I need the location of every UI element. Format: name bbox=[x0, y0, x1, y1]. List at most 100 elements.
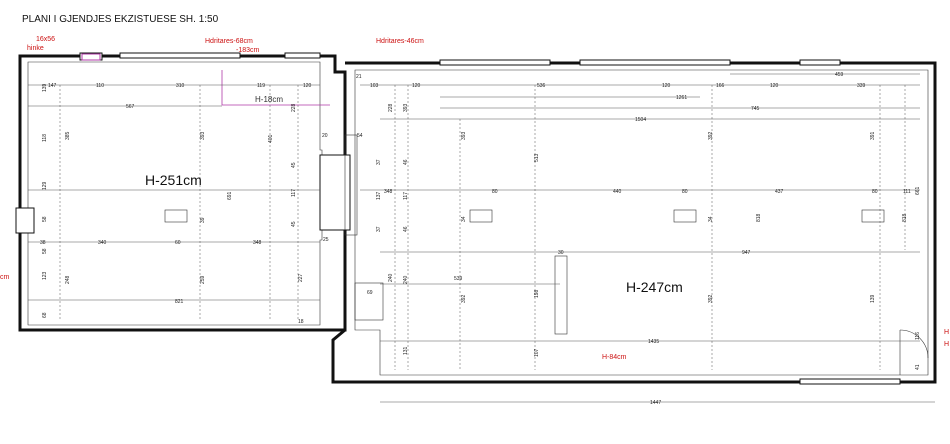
dimension-label: 21 bbox=[356, 74, 362, 80]
dimension-label: 117 bbox=[291, 189, 297, 197]
dimension-label: 111 bbox=[903, 189, 911, 195]
doorway bbox=[319, 154, 351, 231]
beam-height-label: H-84cm bbox=[602, 354, 627, 361]
left-inner-wall bbox=[27, 61, 323, 326]
window-note-label: hinke bbox=[27, 45, 44, 52]
dimension-label: 147 bbox=[48, 83, 57, 89]
dimension-label: 120 bbox=[662, 83, 671, 89]
inner-height-label: H-18cm bbox=[255, 95, 283, 104]
dimension-label: 137 bbox=[376, 191, 382, 200]
dimension-label: 103 bbox=[370, 83, 379, 89]
window-right-2 bbox=[579, 59, 731, 66]
dimension-label: 393 bbox=[461, 131, 467, 140]
dimension-label: 37 bbox=[376, 226, 382, 232]
window-size-label: 16x56 bbox=[36, 36, 55, 43]
dimension-label: 259 bbox=[200, 275, 206, 284]
dimension-label: 119 bbox=[257, 83, 265, 89]
dimension-label: 131 bbox=[403, 346, 409, 355]
height-line bbox=[221, 70, 330, 106]
door-frame bbox=[344, 134, 358, 236]
column-2 bbox=[673, 209, 697, 223]
dimension-label: 58 bbox=[42, 248, 48, 254]
dimension-label: 310 bbox=[176, 83, 185, 89]
dimension-label: 539 bbox=[454, 276, 463, 282]
dimension-label: 228 bbox=[388, 103, 394, 112]
dimension-label: 25 bbox=[323, 237, 329, 243]
dimension-label: 129 bbox=[42, 181, 48, 190]
dimension-label: 120 bbox=[303, 83, 312, 89]
dimension-label: 120 bbox=[770, 83, 779, 89]
dimension-label: 745 bbox=[751, 106, 760, 112]
window-left-2 bbox=[119, 52, 241, 59]
dimension-label: 20 bbox=[322, 133, 328, 139]
dimension-label: 821 bbox=[175, 299, 184, 305]
dimension-labels: 147 110 310 119 120 567 103 120 536 120 … bbox=[40, 72, 911, 406]
dimension-label: 116 bbox=[915, 332, 921, 340]
dimension-label: 340 bbox=[98, 240, 107, 246]
dimension-label: 401 bbox=[268, 134, 274, 143]
dimension-label: 513 bbox=[534, 153, 540, 162]
dimension-label: 123 bbox=[42, 271, 48, 280]
window-right-3 bbox=[799, 59, 841, 66]
dimension-label: 1261 bbox=[676, 95, 687, 101]
dimension-label: 45 bbox=[291, 162, 297, 168]
vertical-dimension-labels: 139 118 129 58 58 123 68 385 248 393 39 … bbox=[42, 83, 921, 370]
dimension-label: 391 bbox=[870, 131, 876, 140]
dimension-label: 818 bbox=[902, 213, 908, 222]
dimension-label: 691 bbox=[227, 191, 233, 200]
column-3 bbox=[861, 209, 885, 223]
dimension-label: 198 bbox=[534, 289, 540, 298]
stair-block bbox=[354, 282, 384, 321]
column-1 bbox=[469, 209, 493, 223]
left-room-height: H-251cm bbox=[145, 172, 202, 188]
dimension-label: 385 bbox=[65, 131, 71, 140]
dimension-label: 661 bbox=[915, 186, 921, 195]
dimension-label: 39 bbox=[200, 217, 206, 223]
right-edge-label-2: H bbox=[944, 341, 949, 348]
dimension-label: 339 bbox=[857, 83, 866, 89]
left-edge-label: cm bbox=[0, 274, 10, 281]
dimension-verticals bbox=[59, 85, 906, 370]
dimension-label: 69 bbox=[367, 290, 373, 296]
sill-right-label: Hdritares-46cm bbox=[376, 38, 424, 45]
dimension-label: 37 bbox=[376, 159, 382, 165]
right-edge-label-1: H bbox=[944, 329, 949, 336]
left-niche bbox=[15, 207, 35, 234]
plan-title: PLANI I GJENDJES EKZISTUESE SH. 1:50 bbox=[22, 14, 219, 25]
dimension-label: 1435 bbox=[648, 339, 659, 345]
dimension-label: 54 bbox=[357, 133, 363, 139]
window-left-3 bbox=[284, 52, 321, 59]
dimension-label: 60 bbox=[175, 240, 181, 246]
dimension-label: 393 bbox=[403, 103, 409, 112]
dimension-label: 30 bbox=[558, 250, 564, 256]
dimension-label: 107 bbox=[534, 348, 540, 357]
dimension-label: 34 bbox=[708, 216, 714, 222]
dimension-label: 240 bbox=[403, 275, 409, 284]
dimension-label: 248 bbox=[65, 275, 71, 284]
dimension-label: 139 bbox=[870, 294, 876, 303]
dimension-lines bbox=[28, 73, 935, 403]
dimension-label: 117 bbox=[403, 192, 409, 200]
beam-post bbox=[554, 255, 568, 335]
door-swing bbox=[899, 329, 929, 359]
dimension-label: 18 bbox=[298, 319, 304, 325]
dimension-label: 392 bbox=[708, 131, 714, 140]
dimension-label: 46 bbox=[403, 159, 409, 165]
dimension-label: 38 bbox=[40, 240, 46, 246]
dimension-label: 392 bbox=[461, 294, 467, 303]
dimension-label: 459 bbox=[835, 72, 844, 78]
dimension-label: 58 bbox=[42, 216, 48, 222]
dimension-label: 34 bbox=[461, 216, 467, 222]
dimension-label: 80 bbox=[872, 189, 878, 195]
window-bottom bbox=[799, 378, 901, 385]
dimension-label: 440 bbox=[613, 189, 622, 195]
dimension-label: 120 bbox=[412, 83, 421, 89]
dimension-label: 240 bbox=[388, 273, 394, 282]
left-room-wall bbox=[18, 54, 347, 332]
dimension-label: 166 bbox=[716, 83, 725, 89]
dimension-label: 1504 bbox=[635, 117, 646, 123]
dimension-label: 45 bbox=[291, 221, 297, 227]
dimension-label: 118 bbox=[42, 134, 48, 142]
dimension-label: 1447 bbox=[650, 400, 661, 406]
dimension-label: 80 bbox=[492, 189, 498, 195]
